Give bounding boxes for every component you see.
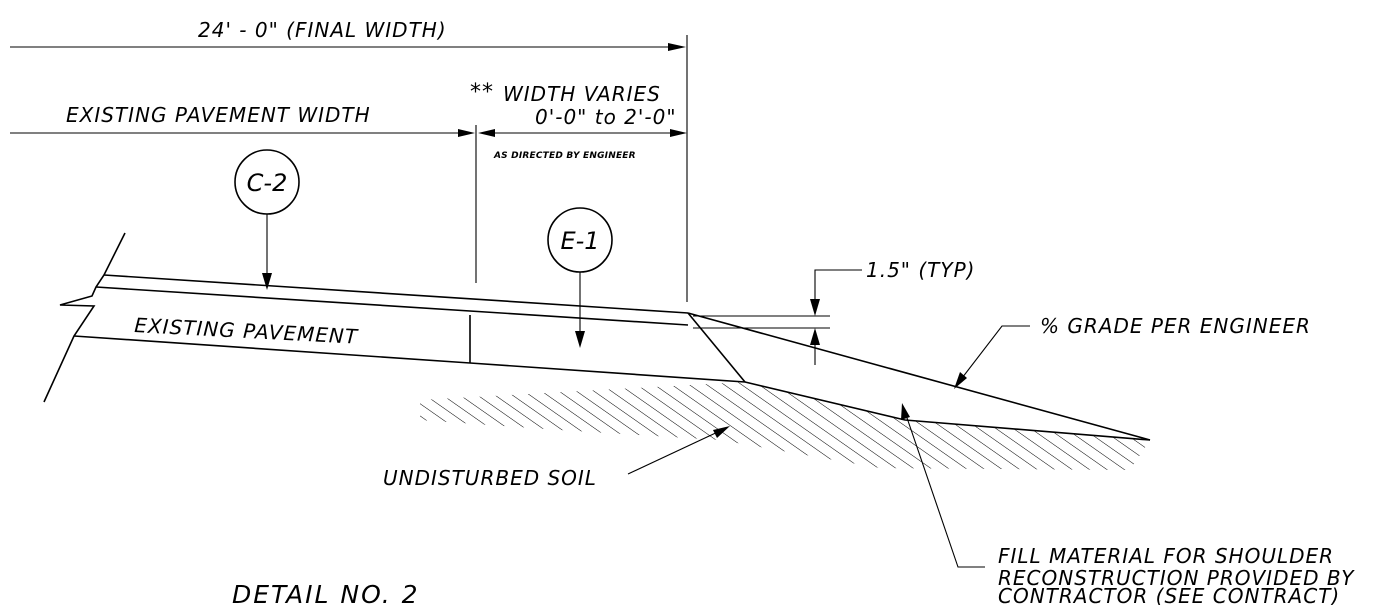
existing-pavement-top: [95, 286, 689, 326]
callout-e1-arrowhead: [575, 331, 585, 348]
undisturbed-soil-arrowhead: [713, 426, 730, 438]
width-varies-arrow-left: [478, 129, 495, 137]
fill-material-line3: CONTRACTOR (SEE CONTRACT): [998, 584, 1340, 605]
shoulder-cut-line: [687, 312, 746, 383]
callout-e1: E-1: [547, 207, 613, 348]
overlay-top-surface: [103, 274, 689, 314]
asterisk-note-mark: **: [470, 80, 494, 105]
undisturbed-soil-hatching: [420, 382, 1150, 470]
fill-material-leader: [904, 411, 985, 568]
thickness-label: 1.5" (TYP): [866, 258, 975, 282]
pavement-section: [43, 232, 746, 403]
break-line: [43, 232, 126, 403]
callout-c2-label: C-2: [247, 169, 288, 197]
soil-hatch-fill: [420, 382, 1150, 470]
directed-by-engineer-note: AS DIRECTED BY ENGINEER: [493, 151, 636, 161]
width-varies-arrow-right: [670, 129, 687, 137]
thickness-leader: [814, 269, 862, 308]
undisturbed-soil-label: UNDISTURBED SOIL: [383, 466, 597, 490]
thickness-arrow-up: [810, 328, 820, 345]
final-width-arrowhead: [668, 43, 686, 51]
grade-arrowhead: [954, 372, 967, 389]
existing-width-arrowhead: [458, 129, 475, 137]
width-varies-dimension: ** WIDTH VARIES 0'-0" to 2'-0" AS DIRECT…: [470, 80, 687, 161]
fill-material-line1: FILL MATERIAL FOR SHOULDER: [998, 544, 1334, 568]
fill-material-arrowhead: [901, 403, 910, 420]
callout-c2: C-2: [234, 149, 300, 290]
width-varies-label: WIDTH VARIES: [503, 82, 661, 106]
existing-width-dimension: EXISTING PAVEMENT WIDTH: [10, 103, 475, 137]
existing-pavement-label: EXISTING PAVEMENT: [134, 313, 360, 349]
width-varies-range: 0'-0" to 2'-0": [535, 105, 677, 129]
detail-title: DETAIL NO. 2: [232, 580, 420, 605]
existing-pavement-bottom: [73, 335, 471, 364]
thickness-dimension: 1.5" (TYP): [693, 258, 975, 365]
grade-leader: [958, 325, 1030, 383]
fill-material-line2: RECONSTRUCTION PROVIDED BY: [998, 566, 1355, 590]
final-width-dimension: 24' - 0" (FINAL WIDTH): [10, 18, 686, 51]
shoulder-slope-surface: [687, 312, 1151, 441]
widening-bottom: [469, 362, 746, 383]
grade-note: % GRADE PER ENGINEER: [954, 314, 1311, 389]
fill-material-note: FILL MATERIAL FOR SHOULDER RECONSTRUCTIO…: [901, 403, 1355, 605]
final-width-label: 24' - 0" (FINAL WIDTH): [198, 18, 447, 42]
callout-c2-arrowhead: [262, 273, 272, 290]
existing-width-label: EXISTING PAVEMENT WIDTH: [66, 103, 371, 127]
thickness-arrow-down: [810, 299, 820, 316]
callout-e1-label: E-1: [560, 227, 599, 255]
undisturbed-soil-note: UNDISTURBED SOIL: [383, 426, 730, 490]
grade-label: % GRADE PER ENGINEER: [1040, 314, 1311, 338]
undisturbed-soil-leader: [627, 429, 723, 475]
